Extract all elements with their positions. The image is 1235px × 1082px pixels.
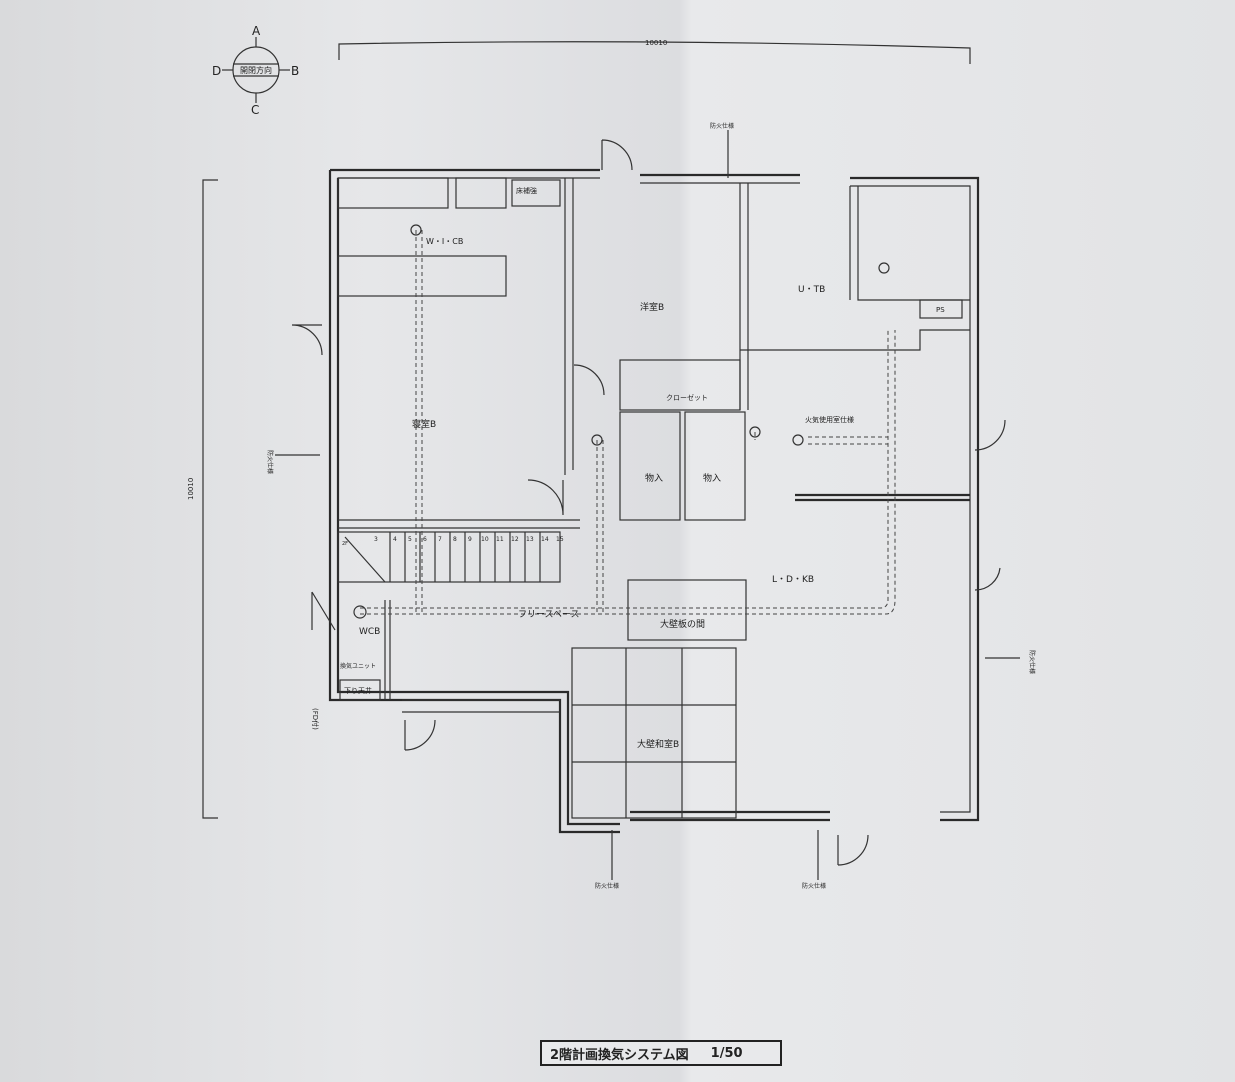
vent-fan-icon — [591, 434, 603, 446]
stair-step: 6 — [423, 536, 427, 543]
label-ps: PS — [936, 306, 945, 314]
stair-step: 5 — [408, 536, 412, 543]
stair-label: 2F — [342, 541, 348, 547]
fire-note-left: 防火仕様 — [266, 450, 274, 474]
label-fd: (FD付) — [311, 708, 320, 730]
label-floor-reinforce: 床補強 — [516, 186, 537, 195]
stair-step: 11 — [496, 536, 504, 543]
compass-d: D — [212, 64, 221, 78]
stair-step: 4 — [393, 536, 397, 543]
compass-icon — [222, 37, 290, 103]
drawing-title-block: 2階計画換気システム図 1/50 — [540, 1040, 782, 1066]
dimension-height: 10010 — [187, 478, 195, 500]
stair-step: 13 — [526, 536, 534, 543]
compass-a: A — [252, 24, 261, 38]
label-western-room: 洋室B — [640, 301, 664, 313]
label-utb: U・TB — [798, 285, 825, 295]
fire-note-bottom-left: 防火仕様 — [595, 882, 619, 890]
vent-fan-icon — [353, 605, 367, 619]
vent-fan-icon — [878, 262, 890, 274]
stair-step: 12 — [511, 536, 519, 543]
stair-step: 3 — [374, 536, 378, 543]
label-wood-room: 大壁板の間 — [660, 618, 705, 630]
label-free-space: フリースペース — [518, 610, 579, 620]
dimension-line-left — [202, 179, 218, 819]
label-vent-unit: 換気ユニット — [340, 662, 376, 670]
label-wc: WCB — [359, 627, 380, 637]
stair-step: 10 — [481, 536, 489, 543]
interior-walls — [337, 177, 970, 819]
fire-note-bottom-right: 防火仕様 — [802, 882, 826, 890]
label-ldk: L・D・KB — [772, 575, 814, 585]
stair-step-numbers: 3 4 5 6 7 8 9 10 11 12 13 14 15 — [374, 536, 564, 543]
door-swings — [291, 139, 1006, 866]
drawing-scale: 1/50 — [710, 1045, 743, 1061]
label-closet: クローゼット — [666, 393, 708, 402]
stair-step: 9 — [468, 536, 472, 543]
stair-step: 14 — [541, 536, 549, 543]
dimension-width: 10010 — [645, 39, 667, 47]
drawing-title: 2階計画換気システム図 — [550, 1047, 689, 1063]
compass-b: B — [291, 64, 299, 78]
leader-lines — [275, 130, 1020, 880]
label-fire-room: 火気使用室仕様 — [805, 415, 854, 424]
dimension-line-top — [338, 41, 971, 64]
label-lowered-ceiling: 下り天井 — [344, 686, 372, 695]
label-storage-2: 物入 — [703, 472, 721, 484]
stair-step: 7 — [438, 536, 442, 543]
stair-step: 8 — [453, 536, 457, 543]
stair-treads — [344, 532, 541, 583]
fire-note-top: 防火仕様 — [710, 122, 734, 130]
vent-fan-icon — [410, 224, 422, 236]
compass-c: C — [251, 103, 259, 117]
label-bedroom: 寝室B — [412, 418, 436, 430]
fire-note-right: 防火仕様 — [1028, 650, 1036, 674]
vent-fan-icon — [749, 426, 761, 438]
vent-fan-icon — [792, 434, 804, 446]
stair-step: 15 — [556, 536, 564, 543]
exterior-walls — [328, 168, 980, 834]
label-storage-1: 物入 — [645, 472, 663, 484]
label-tatami-room: 大壁和室B — [637, 738, 679, 750]
ventilation-ducts — [360, 230, 896, 615]
label-wic: W・I・CB — [426, 237, 463, 246]
compass-label: 開閉方向 — [240, 65, 272, 75]
